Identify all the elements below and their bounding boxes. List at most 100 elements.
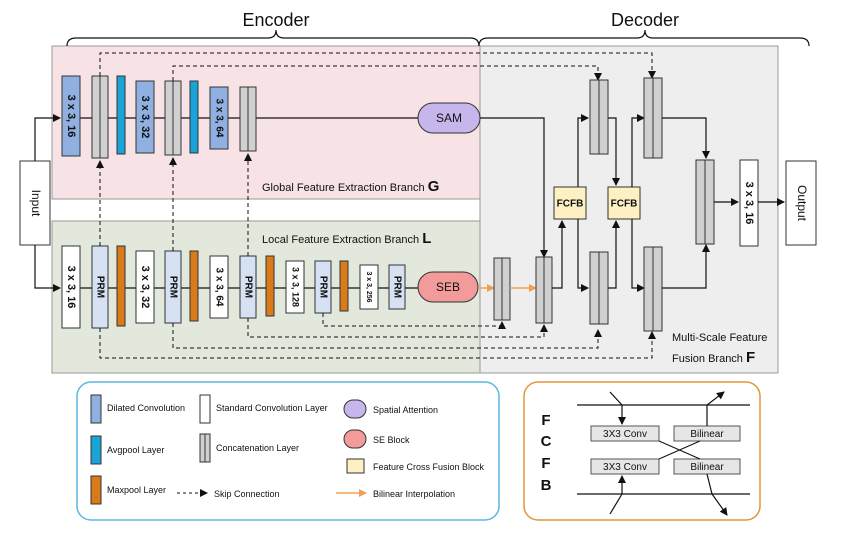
std-conv-label-l4: 3 x 3, 128 xyxy=(291,267,301,307)
fcfb-letter-3: F xyxy=(541,455,550,472)
prm-label-5: PRM xyxy=(391,276,402,298)
fcfb-conv-top xyxy=(590,425,660,442)
fcfb2-down xyxy=(631,219,645,292)
fcfb-arrow-in-top xyxy=(609,391,626,425)
legend-fcfb-label: Feature Cross Fusion Block xyxy=(373,462,485,472)
fcfb-cross-2 xyxy=(658,440,701,460)
maxpool-block-2 xyxy=(189,250,199,322)
global-branch-label: Global Feature Extraction Branch G xyxy=(262,178,439,195)
fcfb1-down xyxy=(577,219,589,292)
fcfb-label-1: FCFB xyxy=(557,199,584,210)
std-conv-block-l2 xyxy=(135,250,155,324)
fcfb-arrow-out-top xyxy=(706,391,725,426)
fcfb2-up xyxy=(631,114,645,187)
avgpool-block-2 xyxy=(189,80,199,154)
fcfb-module-1 xyxy=(553,186,587,220)
fcfb-arrow-in-bottom xyxy=(609,475,626,515)
legend-spatial-swatch xyxy=(343,399,367,419)
concat-d4-to-fcfb2 xyxy=(608,220,620,289)
fcfb-conv-bottom-label: 3X3 Conv xyxy=(603,462,647,473)
dilated-conv-label-3: 3 x 3, 64 xyxy=(213,99,224,138)
global-branch-region xyxy=(51,45,481,200)
legend-avgpool-label: Avgpool Layer xyxy=(107,445,164,455)
fcfb-bilinear-bottom-label: Bilinear xyxy=(690,462,724,473)
seb-label: SEB xyxy=(436,280,460,294)
output-label: Output xyxy=(795,185,809,222)
legend-spatial-label: Spatial Attention xyxy=(373,405,438,415)
input-to-local xyxy=(34,245,61,292)
legend-fcfb-swatch xyxy=(346,458,365,474)
fcfb-label-2: FCFB xyxy=(611,199,638,210)
legend-maxpool-label: Maxpool Layer xyxy=(107,485,166,495)
sam-to-decoder xyxy=(480,117,548,258)
legend-maxpool-swatch xyxy=(90,475,102,505)
legend-se-label: SE Block xyxy=(373,435,410,445)
maxpool-block-4 xyxy=(339,260,349,312)
legend-bilinear-label: Bilinear Interpolation xyxy=(373,489,455,499)
dilated-conv-label-1: 3 x 3, 16 xyxy=(65,95,77,138)
final-conv-label: 3 x 3, 16 xyxy=(743,182,755,225)
dilated-conv-block-3 xyxy=(209,86,229,150)
output-box xyxy=(785,160,817,246)
std-conv-block-l3 xyxy=(209,255,229,319)
concat-d5-to-final xyxy=(662,117,710,159)
prm-block-5 xyxy=(388,264,406,310)
fcfb-letter-2: C xyxy=(541,433,552,450)
avgpool-block-1 xyxy=(116,75,126,155)
input-to-global xyxy=(34,114,61,161)
maxpool-block-3 xyxy=(265,255,275,317)
dilated-conv-block-2 xyxy=(135,80,155,154)
std-conv-label-l5: 3 x 3, 256 xyxy=(365,271,372,302)
fcfb-module-2 xyxy=(607,186,641,220)
concat-d6-to-final xyxy=(662,244,710,289)
skip-global-top-inner xyxy=(172,65,602,81)
skip-local-bottom-inner1 xyxy=(247,318,548,338)
decoder-brace xyxy=(478,29,810,47)
legend-skip-label: Skip Connection xyxy=(214,489,280,499)
prm-label-2: PRM xyxy=(167,276,178,298)
seb-module xyxy=(417,271,479,303)
std-conv-block-l1 xyxy=(61,245,81,329)
prm-label-1: PRM xyxy=(94,276,105,298)
skip-local-bottom-mid xyxy=(172,323,602,349)
legend-se-swatch xyxy=(343,429,367,449)
encoder-header: Encoder xyxy=(242,10,309,30)
sam-label: SAM xyxy=(436,111,462,125)
dilated-conv-label-2: 3 x 3, 32 xyxy=(139,96,151,139)
final-conv-block xyxy=(739,159,759,247)
legend-concat-label: Concatenation Layer xyxy=(216,443,299,453)
dilated-conv-block-1 xyxy=(61,75,81,157)
skip-local-bottom-outer xyxy=(99,328,656,359)
input-label: Input xyxy=(29,190,43,217)
fusion-branch-label-1: Multi-Scale Feature xyxy=(672,332,767,344)
prm-label-4: PRM xyxy=(317,276,328,298)
legend-standard-swatch xyxy=(199,394,211,424)
local-branch-label: Local Feature Extraction Branch L xyxy=(262,230,431,247)
maxpool-block-1 xyxy=(116,245,126,327)
encoder-brace xyxy=(66,29,480,47)
concat-d3-to-fcfb2 xyxy=(608,117,620,186)
fcfb-letter-4: B xyxy=(541,477,552,494)
legend-box xyxy=(76,381,500,521)
std-conv-label-l2: 3 x 3, 32 xyxy=(139,266,151,309)
fcfb-letter-1: F xyxy=(541,412,550,429)
fcfb-bilinear-top-label: Bilinear xyxy=(690,429,724,440)
legend-dilated-swatch xyxy=(90,394,102,424)
std-conv-block-l5 xyxy=(359,264,379,310)
fcfb1-up xyxy=(577,114,589,187)
std-conv-label-l3: 3 x 3, 64 xyxy=(213,268,224,307)
std-conv-label-l1: 3 x 3, 16 xyxy=(65,266,77,309)
fcfb-arrow-out-bottom xyxy=(706,473,728,516)
legend-standard-label: Standard Convolution Layer xyxy=(216,403,328,413)
fusion-branch-label-2: Fusion Branch F xyxy=(672,349,755,366)
concat-d2-to-fcfb1 xyxy=(552,220,566,289)
fcfb-conv-top-label: 3X3 Conv xyxy=(603,429,647,440)
fcfb-conv-bottom xyxy=(590,458,660,475)
legend-dilated-label: Dilated Convolution xyxy=(107,403,185,413)
fcfb-detail-box xyxy=(523,381,761,521)
prm-label-3: PRM xyxy=(242,276,253,298)
legend-avgpool-swatch xyxy=(90,435,102,465)
std-conv-block-l4 xyxy=(285,260,305,314)
decoder-header: Decoder xyxy=(611,10,679,30)
